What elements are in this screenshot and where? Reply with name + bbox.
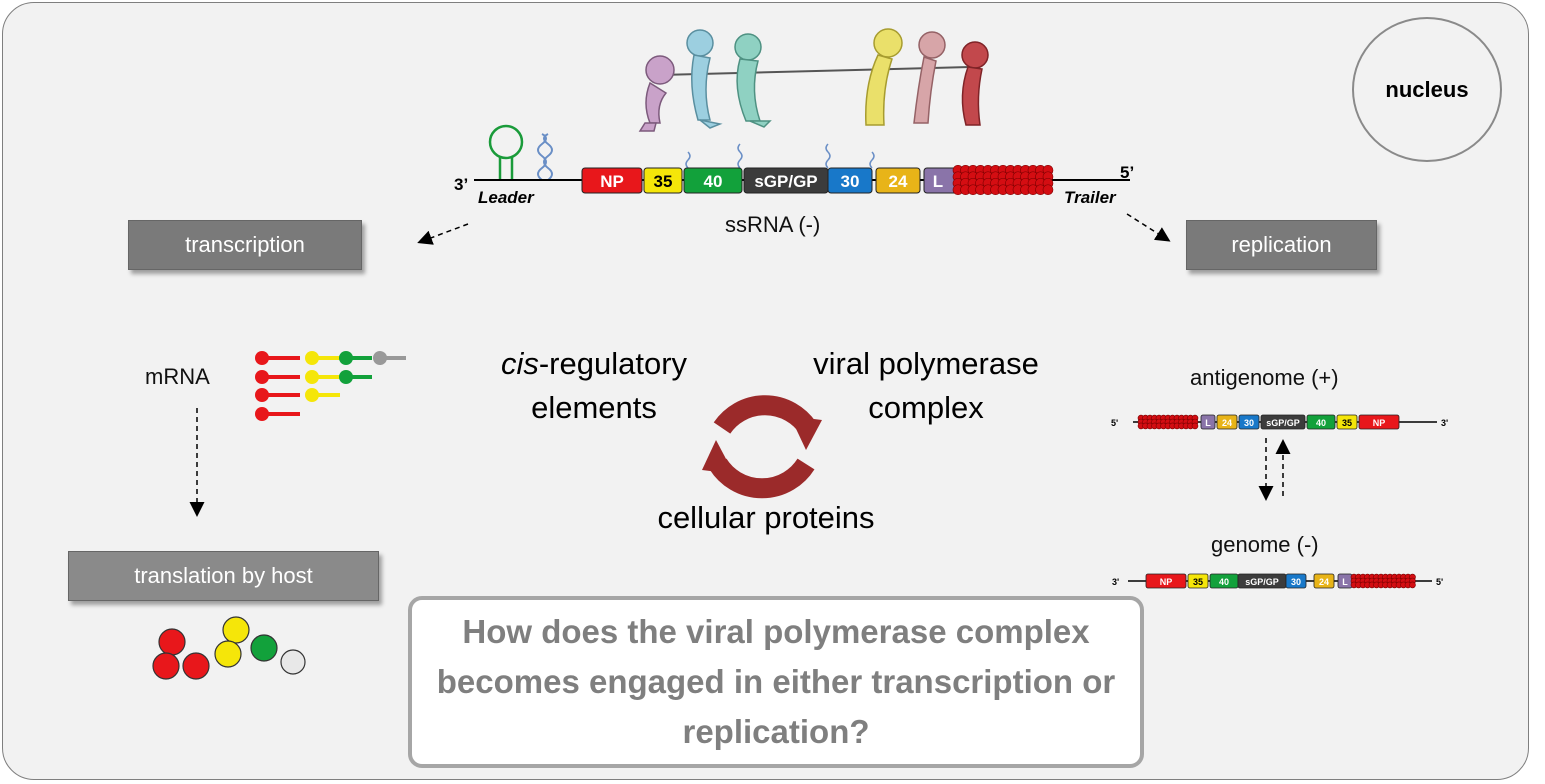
antigenome-strip: L 24 30 sGP/GP 40 35 NP 5' 3' xyxy=(1111,414,1448,430)
mrna-label: mRNA xyxy=(145,364,210,389)
anti-24: 24 xyxy=(1222,418,1232,428)
gen-3prime: 3' xyxy=(1112,577,1119,587)
bead xyxy=(1042,184,1054,196)
gene-30-label: 30 xyxy=(841,172,860,191)
genome-beads xyxy=(1350,573,1416,589)
anti-sgp: sGP/GP xyxy=(1266,418,1300,428)
arrow-to-transcription xyxy=(417,223,469,245)
bead xyxy=(1191,422,1199,430)
genome-5prime-label: 5’ xyxy=(1120,163,1134,182)
genome-minus-label: genome (-) xyxy=(1211,532,1319,557)
gen-sgp: sGP/GP xyxy=(1245,577,1279,587)
antigenome-label: antigenome (+) xyxy=(1190,365,1339,390)
trailer-label: Trailer xyxy=(1064,188,1117,207)
nucleocapsid-beads xyxy=(952,164,1054,196)
gen-24: 24 xyxy=(1319,577,1329,587)
cycle-arrowhead-left xyxy=(702,440,734,474)
gene-40-label: 40 xyxy=(704,172,723,191)
anti-5prime: 5' xyxy=(1111,418,1118,428)
gen-5prime: 5' xyxy=(1436,577,1443,587)
gene-24-box xyxy=(875,167,921,194)
cis-regulatory-label: cis-regulatory elements xyxy=(480,342,708,430)
transcription-box: transcription xyxy=(128,220,362,270)
gene-35-box xyxy=(643,167,683,194)
polymerase-label: viral polymerase complex xyxy=(790,342,1062,430)
gene-np-box xyxy=(581,167,643,194)
arrow-to-replication xyxy=(1126,213,1171,242)
cycle-arrowhead-right xyxy=(790,416,822,450)
polymerase-line2: complex xyxy=(868,390,984,425)
translation-box: translation by host xyxy=(68,551,379,601)
antigenome-beads xyxy=(1137,414,1199,430)
gene-40-box xyxy=(683,167,743,194)
gene-l-label: L xyxy=(933,172,943,191)
gene-24-label: 24 xyxy=(889,172,908,191)
gene-np-label: NP xyxy=(600,172,624,191)
anti-30: 30 xyxy=(1244,418,1254,428)
gen-l: L xyxy=(1342,577,1348,587)
gen-np: NP xyxy=(1160,577,1173,587)
anti-l: L xyxy=(1205,418,1211,428)
question-box: How does the viral polymerase complex be… xyxy=(408,596,1144,768)
polymerase-line1: viral polymerase xyxy=(813,346,1039,381)
gene-sgp-label: sGP/GP xyxy=(754,172,817,191)
gen-35: 35 xyxy=(1193,577,1203,587)
cellular-proteins-label: cellular proteins xyxy=(657,500,875,535)
genome-3prime-label: 3’ xyxy=(454,175,468,194)
genome-minus-strip: NP 35 40 sGP/GP 30 24 L 3' 5' xyxy=(1112,573,1443,589)
genome-diagram: NP 35 40 sGP/GP 30 24 L 3’ 5’ Leader Tra… xyxy=(454,124,1134,207)
gene-35-label: 35 xyxy=(654,172,673,191)
translated-proteins xyxy=(152,616,306,680)
cis-rest: -regulatory xyxy=(538,346,688,381)
gene-30-box xyxy=(827,167,873,194)
leader-label: Leader xyxy=(478,188,535,207)
anti-3prime: 3' xyxy=(1441,418,1448,428)
nucleus-circle: nucleus xyxy=(1352,17,1502,162)
anti-35: 35 xyxy=(1342,418,1352,428)
bead xyxy=(1409,581,1416,589)
anti-np: NP xyxy=(1373,418,1386,428)
gen-40: 40 xyxy=(1219,577,1229,587)
gen-30: 30 xyxy=(1291,577,1301,587)
mrna-transcripts xyxy=(255,351,406,421)
tug-of-war-figures xyxy=(638,28,989,132)
cis-prefix: cis xyxy=(500,346,539,381)
anti-40: 40 xyxy=(1316,418,1326,428)
ssrna-caption: ssRNA (-) xyxy=(725,212,821,237)
replication-box: replication xyxy=(1186,220,1377,270)
elements-label: elements xyxy=(531,390,657,425)
